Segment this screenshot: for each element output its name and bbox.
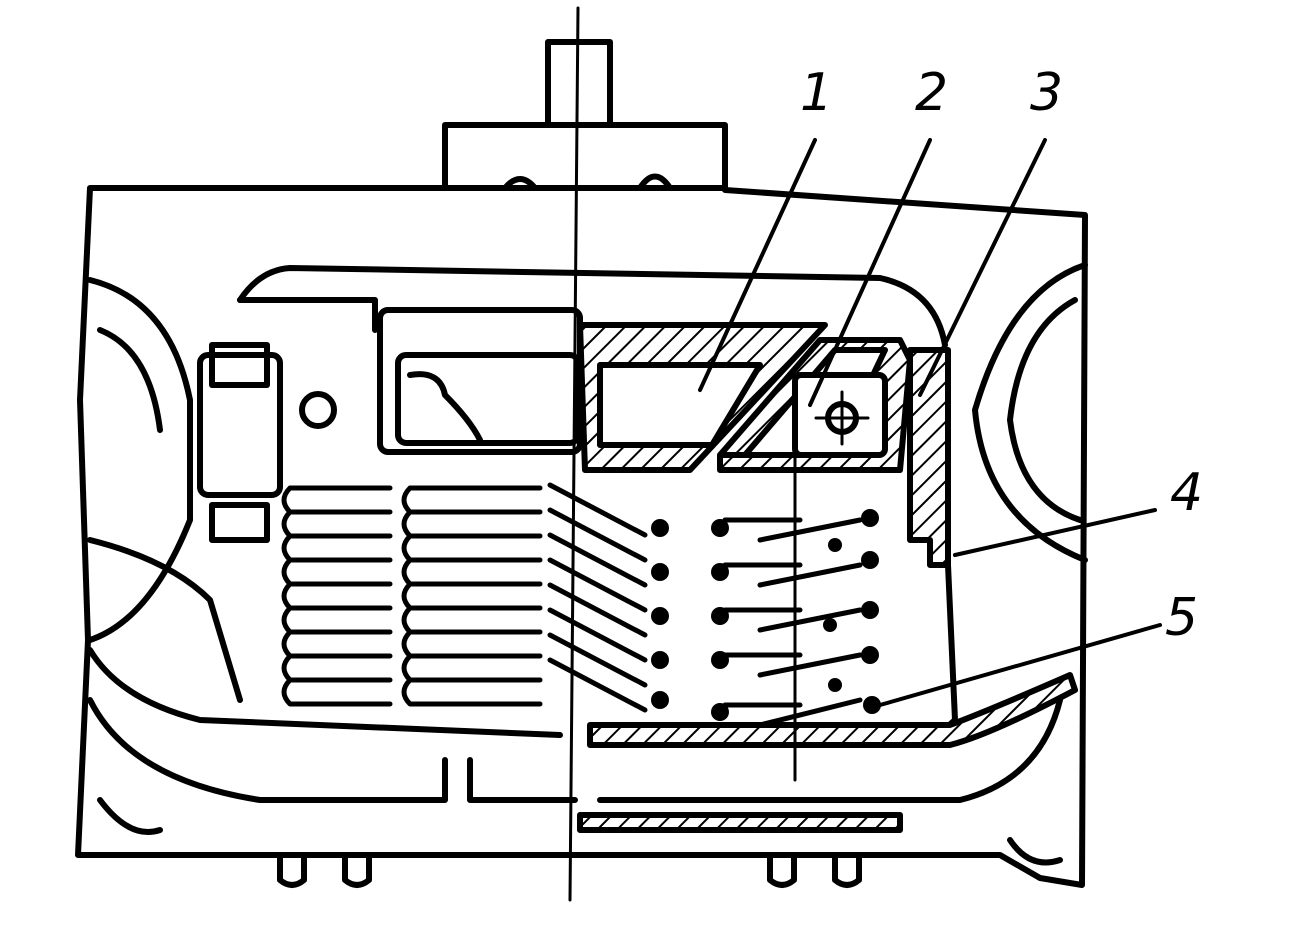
wall-4 (597, 562, 958, 738)
bottom-tray (87, 647, 563, 738)
hatched-bottom-plate (587, 672, 1078, 748)
callout-2: 2 (915, 63, 948, 123)
left-inner-box (377, 307, 583, 455)
callout-1: 1 (800, 63, 833, 123)
callout-4: 4 (1170, 463, 1203, 523)
inner-springs-diagonal (547, 482, 648, 713)
centre-line-vertical-main (568, 6, 580, 902)
right-arch (972, 262, 1088, 563)
foot-right-2 (832, 852, 862, 888)
left-arch (87, 277, 193, 643)
leader-5 (878, 623, 1162, 707)
foot-left-1 (277, 852, 307, 888)
leader-2 (808, 138, 932, 407)
hatched-wall-3 (907, 347, 951, 568)
left-bolt-block (197, 352, 283, 498)
foot-left-2 (342, 852, 372, 888)
top-cap (442, 122, 728, 191)
leader-3 (918, 138, 1047, 397)
inner-springs-right (722, 517, 863, 728)
leader-4 (953, 508, 1157, 557)
foot-right-1 (767, 852, 797, 888)
callout-3: 3 (1030, 63, 1063, 123)
inner-cover (237, 265, 948, 348)
callout-5: 5 (1165, 588, 1198, 648)
chamber-1 (597, 362, 763, 448)
outer-springs-left (281, 485, 543, 707)
leader-1 (698, 138, 817, 392)
drawing-body (75, 6, 1162, 902)
spring-coil-sections (651, 509, 881, 721)
hatched-lower-plate (577, 812, 903, 833)
